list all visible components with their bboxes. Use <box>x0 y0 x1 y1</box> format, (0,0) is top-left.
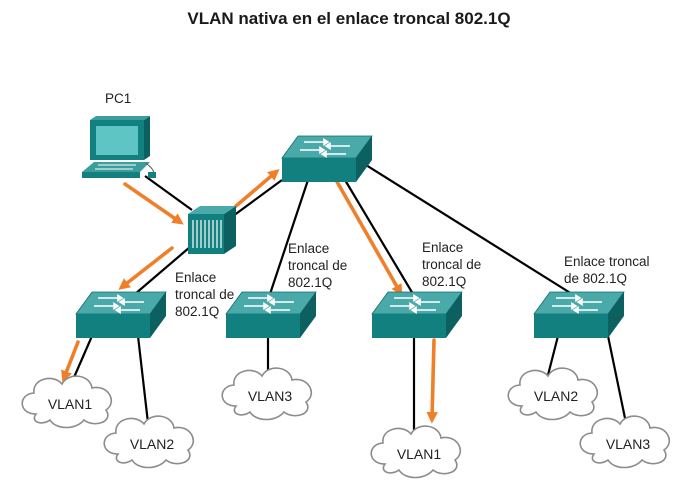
svg-text:Enlace: Enlace <box>422 240 463 255</box>
cloud-s4-a: VLAN2 <box>507 367 599 421</box>
link-core-switch2 <box>268 179 310 295</box>
trunk-label-center: Enlace troncal de 802.1Q <box>422 240 481 289</box>
hub-icon[interactable] <box>188 206 236 254</box>
svg-text:VLAN2: VLAN2 <box>534 388 579 404</box>
traffic-switch3-to-cloud <box>426 338 438 424</box>
switch-2-icon[interactable] <box>225 291 317 339</box>
link-core-switch3 <box>344 179 414 295</box>
cloud-s1-b: VLAN2 <box>103 415 195 469</box>
link-s1-cloud-b <box>136 335 150 424</box>
svg-text:de 802.1Q: de 802.1Q <box>564 271 627 286</box>
core-switch-icon[interactable] <box>281 135 373 183</box>
svg-text:Enlace troncal: Enlace troncal <box>564 254 650 269</box>
link-hub-switch1 <box>134 246 191 295</box>
svg-text:VLAN2: VLAN2 <box>130 436 175 452</box>
trunk-label-mid: Enlace troncal de 802.1Q <box>288 241 347 290</box>
traffic-hub-to-switch1 <box>118 246 174 290</box>
traffic-switch1-to-cloud <box>61 340 80 383</box>
cloud-s2-a: VLAN3 <box>221 367 313 421</box>
trunk-label-left: Enlace troncal de 802.1Q <box>175 270 234 319</box>
cloud-s1-a: VLAN1 <box>21 375 113 429</box>
traffic-hub-to-core <box>234 169 280 208</box>
link-core-switch4 <box>357 159 573 295</box>
svg-text:Enlace: Enlace <box>175 270 216 285</box>
svg-text:802.1Q: 802.1Q <box>288 275 332 290</box>
svg-text:VLAN3: VLAN3 <box>248 388 293 404</box>
svg-text:troncal de: troncal de <box>422 257 481 272</box>
svg-text:troncal de: troncal de <box>175 287 234 302</box>
switch-4-icon[interactable] <box>533 291 625 339</box>
link-s4-cloud-b <box>606 335 628 424</box>
page-title: VLAN nativa en el enlace troncal 802.1Q <box>187 9 510 28</box>
trunk-label-right: Enlace troncal de 802.1Q <box>564 254 650 286</box>
computer-icon[interactable] <box>82 116 156 178</box>
network-links <box>70 159 628 430</box>
pc-label: PC1 <box>105 91 131 106</box>
cloud-s4-b: VLAN3 <box>579 415 671 469</box>
svg-text:802.1Q: 802.1Q <box>422 274 466 289</box>
traffic-pc-to-hub <box>123 182 184 225</box>
link-hub-core <box>232 179 283 217</box>
cloud-s3-a: VLAN1 <box>370 425 462 479</box>
link-s1-cloud-a <box>70 335 94 383</box>
traffic-arrows <box>61 169 438 424</box>
link-s4-cloud-a <box>546 335 560 376</box>
svg-text:VLAN3: VLAN3 <box>606 436 651 452</box>
link-pc-hub <box>144 175 193 211</box>
svg-text:VLAN1: VLAN1 <box>397 446 442 462</box>
svg-text:802.1Q: 802.1Q <box>175 304 219 319</box>
traffic-core-to-switch3 <box>334 178 403 297</box>
svg-text:troncal de: troncal de <box>288 258 347 273</box>
svg-text:Enlace: Enlace <box>288 241 329 256</box>
svg-text:VLAN1: VLAN1 <box>48 396 93 412</box>
switch-1-icon[interactable] <box>75 291 167 339</box>
switch-3-icon[interactable] <box>371 291 463 339</box>
